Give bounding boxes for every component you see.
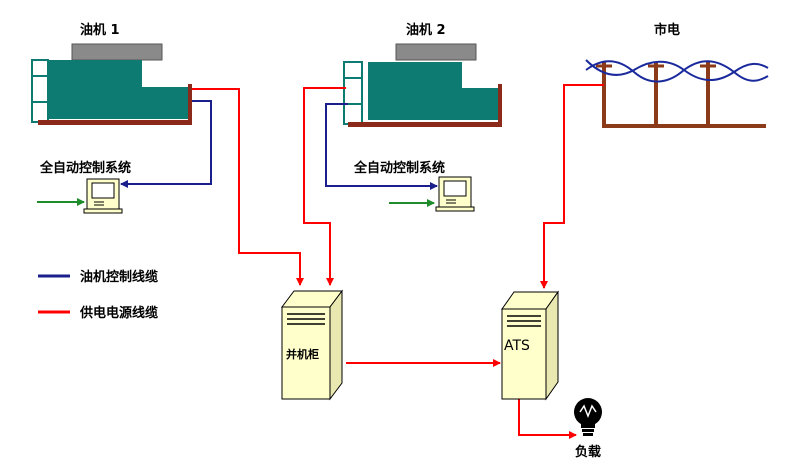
ats-label: ATS (504, 338, 530, 354)
legend-label-power: 供电电源线缆 (79, 305, 158, 321)
generator-2-label: 油机 2 (406, 22, 446, 38)
load-bulb-icon (574, 398, 602, 436)
generator-2 (343, 43, 502, 127)
power-cable-gen2 (303, 87, 346, 286)
legend-label-control: 油机控制线缆 (80, 269, 158, 285)
controller-2-computer (435, 176, 475, 212)
controller-1-computer (83, 178, 123, 214)
grid-label: 市电 (654, 22, 680, 38)
generator-1 (31, 43, 192, 125)
generator-1-label: 油机 1 (80, 22, 120, 38)
legend: 油机控制线缆 供电电源线缆 (38, 269, 158, 321)
control-cable-1 (120, 100, 212, 188)
load-label: 负载 (575, 444, 601, 460)
power-cable-gen1 (192, 88, 304, 286)
parallel-cabinet-label: 并机柜 (286, 347, 319, 361)
power-cable-ats-to-load (518, 397, 577, 439)
controller-1-label: 全自动控制系统 (39, 160, 131, 176)
control-cable-2 (325, 103, 438, 190)
parallel-cabinet (281, 289, 343, 401)
controller-2-label: 全自动控制系统 (353, 160, 445, 176)
utility-grid-poles (585, 59, 769, 128)
power-cable-grid (540, 84, 604, 289)
ats-cabinet (501, 290, 559, 401)
